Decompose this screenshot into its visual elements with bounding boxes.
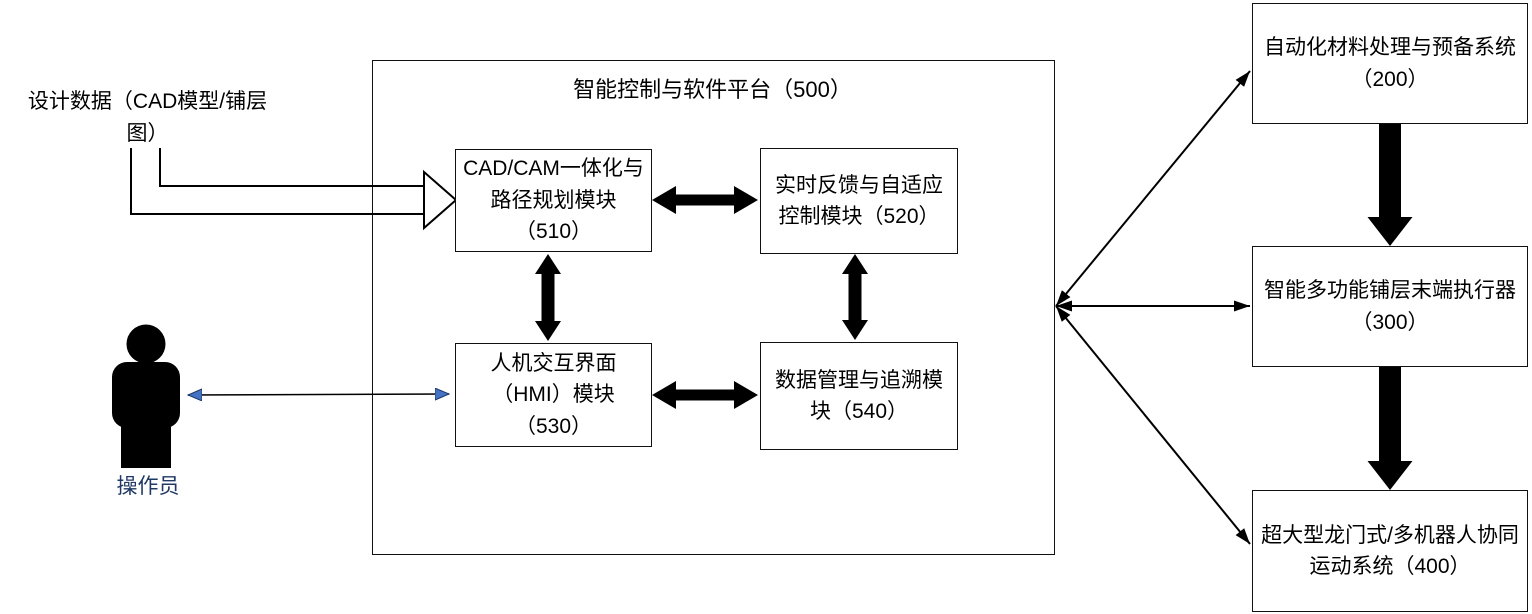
system-box-400: 超大型龙门式/多机器人协同 运动系统（400） <box>1252 490 1528 612</box>
design-input-label: 设计数据（CAD模型/铺层 图） <box>27 90 268 145</box>
system-box-300: 智能多功能铺层末端执行器 （300） <box>1252 246 1528 367</box>
module-box-520: 实时反馈与自适应 控制模块（520） <box>760 148 958 254</box>
platform-box <box>372 60 1055 555</box>
arrow-operator-530 <box>188 394 449 395</box>
platform-title: 智能控制与软件平台（500） <box>573 77 852 102</box>
arrow-520-540 <box>842 254 868 340</box>
operator-icon <box>112 324 180 468</box>
arrow-platform-400 <box>1055 305 1251 545</box>
arrow-200-300 <box>1367 123 1413 246</box>
arrow-510-530 <box>535 254 561 341</box>
module-box-530: 人机交互界面 （HMI）模块 （530） <box>455 343 652 447</box>
design-input-arrow <box>130 148 458 231</box>
operator-label: 操作员 <box>116 475 180 498</box>
arrow-510-520 <box>652 186 758 214</box>
arrow-530-540 <box>652 381 758 409</box>
arrow-300-400 <box>1367 366 1413 490</box>
module-box-510: CAD/CAM一体化与 路径规划模块 （510） <box>455 149 652 252</box>
system-box-200: 自动化材料处理与预备系统 （200） <box>1252 3 1528 124</box>
module-box-540: 数据管理与追溯模 块（540） <box>760 342 958 450</box>
arrow-platform-200 <box>1055 70 1251 307</box>
